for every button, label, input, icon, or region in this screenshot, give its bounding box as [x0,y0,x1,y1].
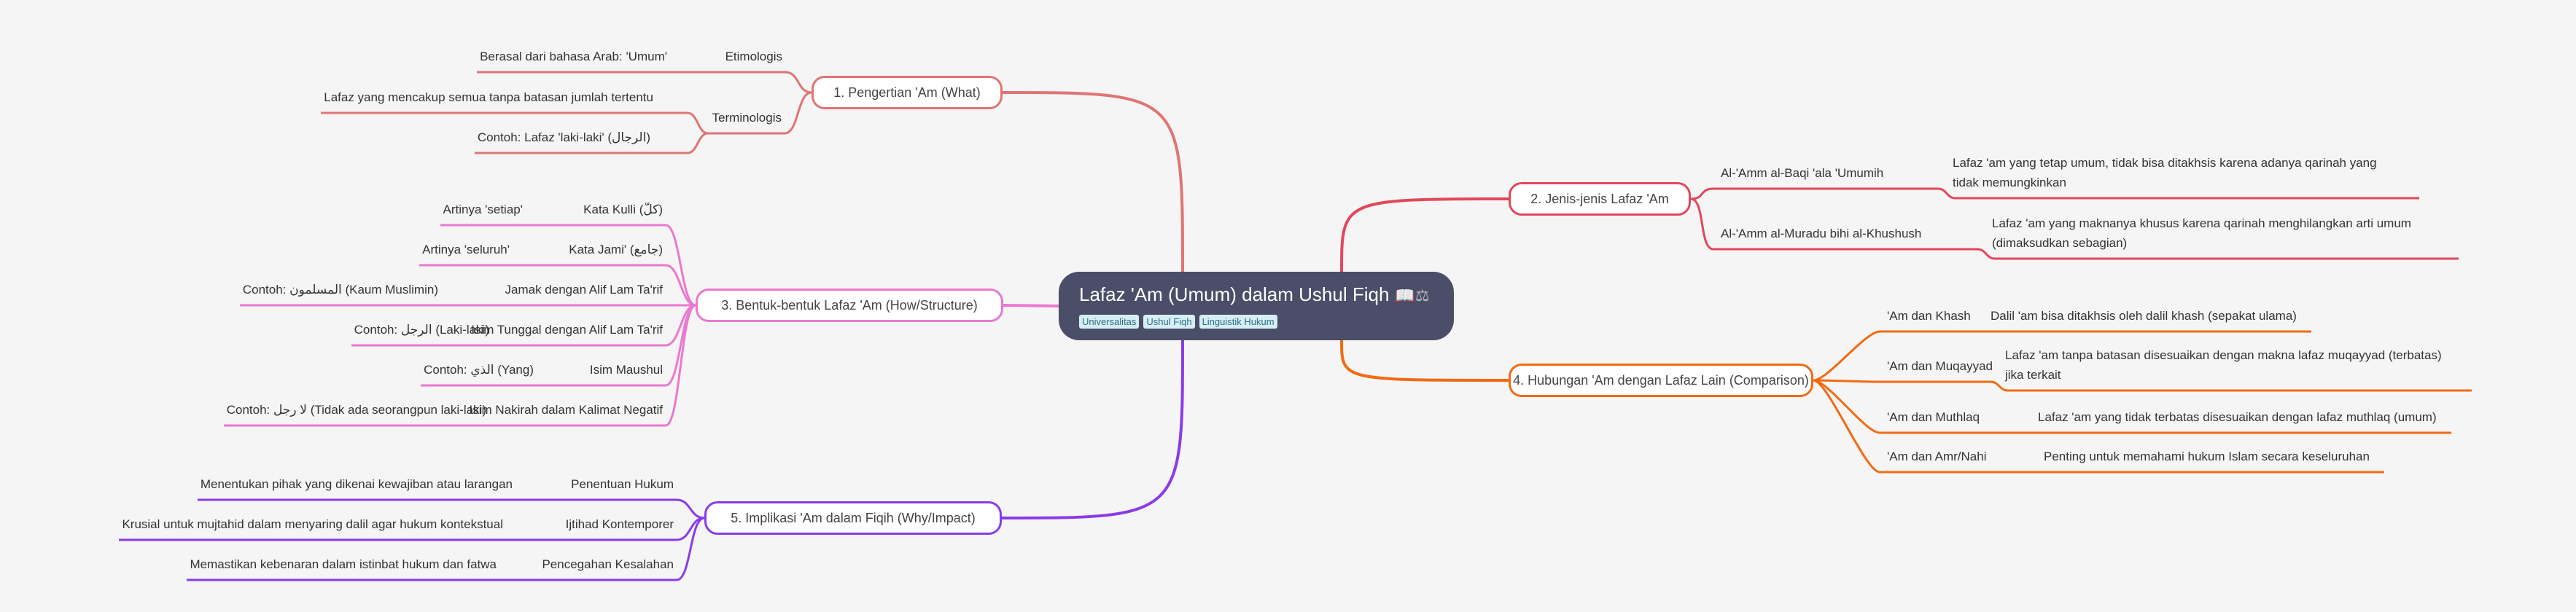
connector-root-branch-3 [1003,304,1059,307]
connector-branch-leaf [1690,187,2419,200]
tag-universalitas[interactable]: Universalitas [1079,315,1140,329]
leaf-penentuan-hukum-detail[interactable]: Menentukan pihak yang dikenai kewajiban … [200,477,513,491]
leaf-amm-muradu-detail[interactable]: Lafaz 'am yang maknanya khusus karena qa… [1992,216,2411,250]
connector-branch-subnode [567,498,705,519]
subnode-jamak-alif-lam[interactable]: Jamak dengan Alif Lam Ta'rif [505,283,664,297]
leaf-am-muthlaq-detail[interactable]: Lafaz 'am yang tidak terbatas disesuaika… [2038,410,2437,424]
connector-branch-leaf [1813,379,2472,392]
connector-root-branch-1 [1002,91,1184,272]
tag-linguistik-hukum[interactable]: Linguistik Hukum [1199,315,1277,329]
leaf-etimologis-detail[interactable]: Berasal dari bahasa Arab: 'Umum' [480,50,667,63]
branch-pengertian[interactable]: 1. Pengertian 'Am (What) [812,76,1003,109]
leaf-terminologis-definition[interactable]: Lafaz yang mencakup semua tanpa batasan … [324,90,653,104]
leaf-isim-nakirah-example[interactable]: Contoh: لا رجل (Tidak ada seorangpun lak… [226,403,486,417]
subnode-am-amr-nahi[interactable]: 'Am dan Amr/Nahi [1887,450,1987,463]
connector-branch-subnode [721,71,812,94]
subnode-penentuan-hukum[interactable]: Penentuan Hukum [571,477,674,491]
subnode-isim-maushul[interactable]: Isim Maushul [589,363,663,377]
branch-jenis[interactable]: 2. Jenis-jenis Lafaz 'Am [1509,182,1691,216]
leaf-jamak-alif-lam-example[interactable]: Contoh: المسلمون (Kaum Muslimin) [242,283,438,297]
connector-root-branch-4 [1340,340,1509,382]
leaf-amm-baqi-detail[interactable]: Lafaz 'am yang tetap umum, tidak bisa di… [1953,156,2377,189]
connector-subnode-leaf [475,132,709,154]
leaf-isim-maushul-example[interactable]: Contoh: الذي (Yang) [424,363,534,377]
tag-list: Universalitas Ushul Fiqh Linguistik Huku… [1079,315,1454,329]
branch-hubungan[interactable]: 4. Hubungan 'Am dengan Lafaz Lain (Compa… [1509,364,1813,397]
leaf-ijtihad-kontemporer-detail[interactable]: Krusial untuk mujtahid dalam menyaring d… [122,517,503,531]
subnode-terminologis[interactable]: Terminologis [712,111,782,125]
subnode-amm-baqi[interactable]: Al-'Amm al-Baqi 'ala 'Umumih [1721,166,1884,180]
leaf-kata-kulli-detail[interactable]: Artinya 'setiap' [443,203,524,216]
connector-branch-subnode [537,517,705,581]
connector-branch-subnode [564,264,696,307]
connector-branch-subnode [465,304,696,427]
subnode-am-muthlaq[interactable]: 'Am dan Muthlaq [1887,410,1980,424]
leaf-isim-tunggal-example[interactable]: Contoh: الرجل (Laki-laki) [354,323,489,337]
subnode-isim-nakirah[interactable]: Isim Nakirah dalam Kalimat Negatif [469,403,663,417]
leaf-am-muqayyad-detail[interactable]: Lafaz 'am tanpa batasan disesuaikan deng… [2005,348,2442,382]
branch-implikasi[interactable]: 5. Implikasi 'Am dalam Fiqih (Why/Impact… [704,501,1002,535]
subnode-ijtihad-kontemporer[interactable]: Ijtihad Kontemporer [565,517,674,531]
connector-branch-subnode [579,224,696,307]
connector-branch-leaf [1813,379,2451,434]
connector-subnode-leaf [321,111,709,135]
connector-root-branch-5 [1001,340,1184,519]
connector-root-branch-2 [1340,197,1509,272]
root-title: Lafaz 'Am (Umum) dalam Ushul Fiqh📖⚖ [1079,283,1430,305]
connector-branch-subnode [708,91,812,135]
root-node[interactable]: Lafaz 'Am (Umum) dalam Ushul Fiqh📖⚖ Univ… [1059,272,1454,340]
branch-bentuk[interactable]: 3. Bentuk-bentuk Lafaz 'Am (How/Structur… [696,289,1003,322]
connector-branch-leaf [1813,379,2384,474]
subnode-kata-jami[interactable]: Kata Jami' (جامع) [569,243,663,256]
subnode-amm-muradu[interactable]: Al-'Amm al-Muradu bihi al-Khushush [1721,227,1922,240]
subnode-kata-kulli[interactable]: Kata Kulli (كلّ) [583,203,663,216]
tag-ushul-fiqh[interactable]: Ushul Fiqh [1143,315,1195,329]
connector-branch-leaf [1690,197,2459,260]
leaf-am-amr-nahi-detail[interactable]: Penting untuk memahami hukum Islam secar… [2044,450,2370,463]
subnode-etimologis[interactable]: Etimologis [725,50,782,63]
leaf-terminologis-example[interactable]: Contoh: Lafaz 'laki-laki' (الرجال) [477,130,650,144]
subnode-isim-tunggal[interactable]: Isim Tunggal dengan Alif Lam Ta'rif [471,323,663,337]
connector-branch-leaf [1813,330,2311,382]
subnode-am-khash[interactable]: 'Am dan Khash [1887,309,1971,323]
book-scale-icon: 📖⚖ [1395,286,1430,305]
subnode-am-muqayyad[interactable]: 'Am dan Muqayyad [1887,359,1993,373]
leaf-kata-jami-detail[interactable]: Artinya 'seluruh' [422,243,510,256]
leaf-am-khash-detail[interactable]: Dalil 'am bisa ditakhsis oleh dalil khas… [1991,309,2297,323]
subnode-pencegahan-kesalahan[interactable]: Pencegahan Kesalahan [542,557,674,571]
leaf-pencegahan-kesalahan-detail[interactable]: Memastikan kebenaran dalam istinbat huku… [190,557,497,571]
